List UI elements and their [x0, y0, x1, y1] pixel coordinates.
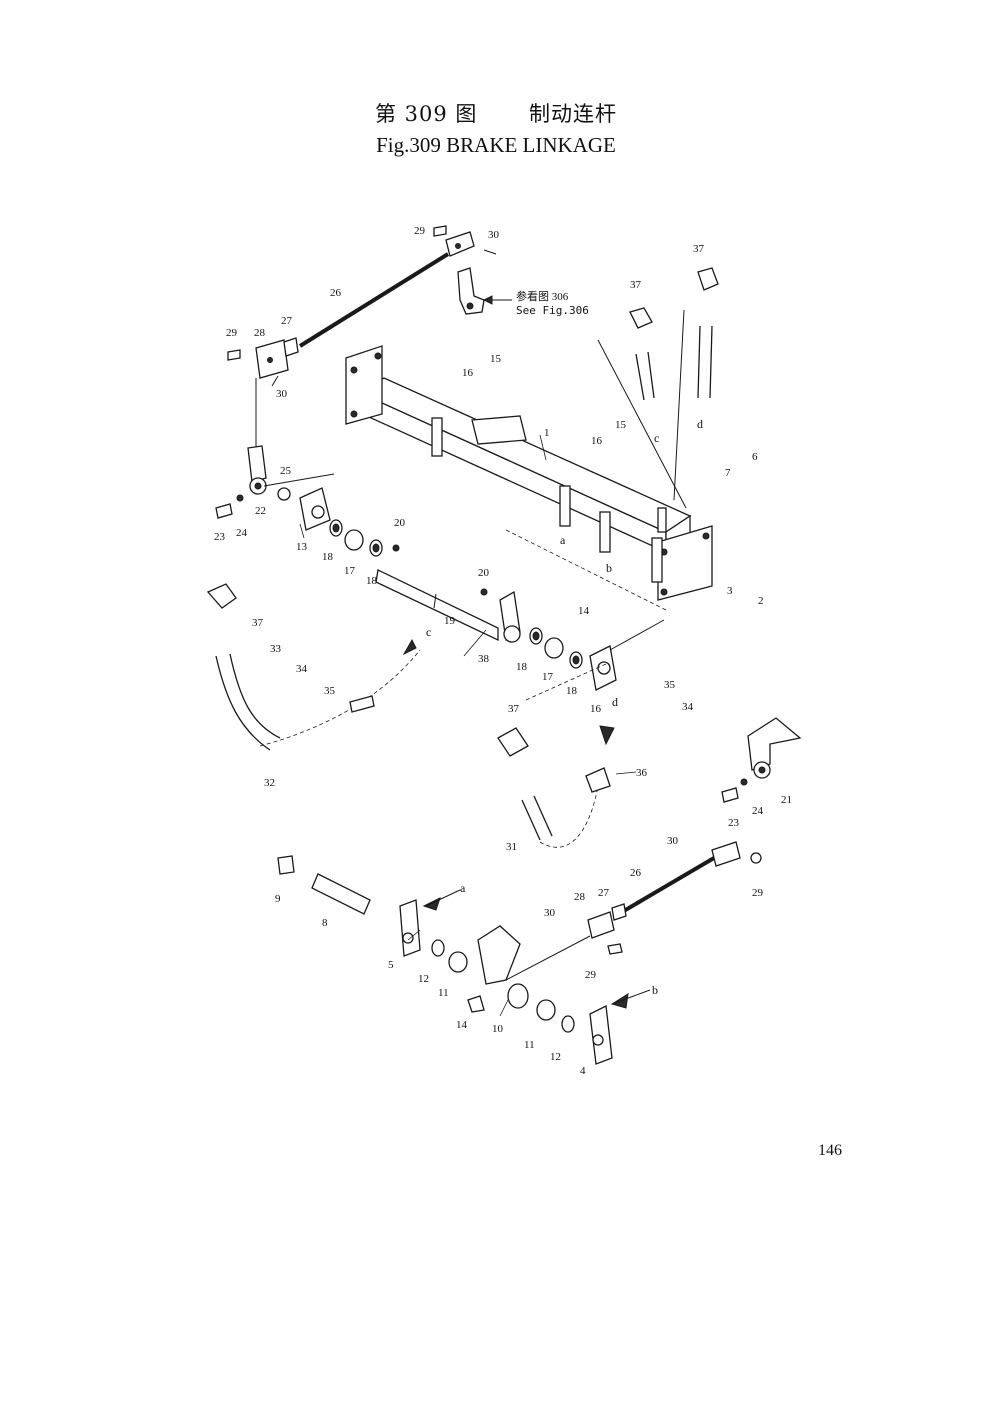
part-label: 8 [322, 917, 328, 929]
part-label: 15 [490, 353, 502, 365]
part-label: d [612, 695, 618, 709]
part-label: 25 [280, 465, 292, 477]
part-label: 29 [414, 225, 426, 237]
part-label: b [652, 983, 658, 997]
part-label: 37 [508, 703, 520, 715]
part-label: 38 [478, 653, 490, 665]
part-label: 30 [488, 229, 500, 241]
part-label: b [606, 561, 612, 575]
part-label: d [697, 417, 703, 431]
part-label: 10 [492, 1023, 504, 1035]
part-label: 20 [394, 517, 406, 529]
part-label: 21 [781, 794, 792, 806]
part-label: 22 [255, 505, 266, 517]
part-callouts: 29 30 26 37 37 29 28 27 30 16 15 1 16 15… [214, 225, 792, 1077]
part-label: 15 [615, 419, 627, 431]
page-number: 146 [818, 1142, 842, 1159]
part-label: 12 [550, 1051, 561, 1063]
cross-shaft-assembly [345, 345, 713, 601]
reference-bellcrank [457, 267, 512, 315]
part-label: 13 [296, 541, 308, 553]
upper-brake-rod [227, 225, 497, 387]
part-label: 20 [478, 567, 490, 579]
part-label: 6 [752, 451, 758, 463]
part-label: 5 [388, 959, 394, 971]
part-label: 34 [682, 701, 694, 713]
part-label: 35 [324, 685, 336, 697]
part-label: 29 [752, 887, 764, 899]
right-lever-assembly [721, 717, 802, 803]
part-label: 30 [667, 835, 679, 847]
part-label: 28 [574, 891, 586, 903]
part-label: 29 [226, 327, 238, 339]
part-label: 2 [758, 595, 764, 607]
part-label: 16 [590, 703, 602, 715]
part-label: 29 [585, 969, 597, 981]
part-label: 34 [296, 663, 308, 675]
part-label: 23 [728, 817, 740, 829]
part-label: 9 [275, 893, 281, 905]
part-label: c [426, 625, 431, 639]
part-label: 33 [270, 643, 282, 655]
part-label: 18 [366, 575, 378, 587]
part-label: 18 [322, 551, 334, 563]
part-label: a [460, 881, 466, 895]
part-label: 18 [566, 685, 578, 697]
reference-note-english: See Fig.306 [516, 304, 589, 317]
part-label: 24 [752, 805, 764, 817]
part-label: 30 [544, 907, 556, 919]
part-label: 4 [580, 1065, 586, 1077]
part-label: 28 [254, 327, 266, 339]
part-label: 14 [578, 605, 590, 617]
part-label: 23 [214, 531, 226, 543]
part-label: 36 [636, 767, 648, 779]
part-label: c [654, 431, 659, 445]
part-label: 37 [693, 243, 705, 255]
part-label: 17 [344, 565, 356, 577]
figure-title-chinese: 第 309 图 制动连杆 [374, 102, 618, 126]
part-label: 17 [542, 671, 554, 683]
part-label: 16 [591, 435, 603, 447]
part-label: 37 [252, 617, 264, 629]
lower-linkage-assembly [277, 841, 762, 1065]
part-label: 26 [630, 867, 642, 879]
part-label: 35 [664, 679, 676, 691]
part-label: 26 [330, 287, 342, 299]
part-label: 16 [462, 367, 474, 379]
part-label: 32 [264, 777, 275, 789]
part-label: 19 [444, 615, 456, 627]
left-lever-assembly [215, 378, 335, 519]
brake-hoses-and-fittings [206, 267, 719, 848]
part-label: 11 [438, 987, 449, 999]
part-label: 7 [725, 467, 731, 479]
left-bushing-assembly [299, 487, 499, 642]
part-label: 3 [727, 585, 733, 597]
part-label: a [560, 533, 566, 547]
center-lever-assembly [499, 590, 665, 691]
reference-note-chinese: 参看图 306 [516, 289, 569, 303]
part-label: 18 [516, 661, 528, 673]
part-label: 30 [276, 388, 288, 400]
part-label: 27 [598, 887, 610, 899]
part-label: 1 [544, 427, 550, 439]
part-label: 27 [281, 315, 293, 327]
part-label: 11 [524, 1039, 535, 1051]
part-label: 31 [506, 841, 517, 853]
part-label: 37 [630, 279, 642, 291]
part-label: 12 [418, 973, 429, 985]
leader-lines [299, 434, 637, 1017]
part-label: 24 [236, 527, 248, 539]
figure-title-english: Fig.309 BRAKE LINKAGE [376, 133, 616, 157]
part-label: 14 [456, 1019, 468, 1031]
